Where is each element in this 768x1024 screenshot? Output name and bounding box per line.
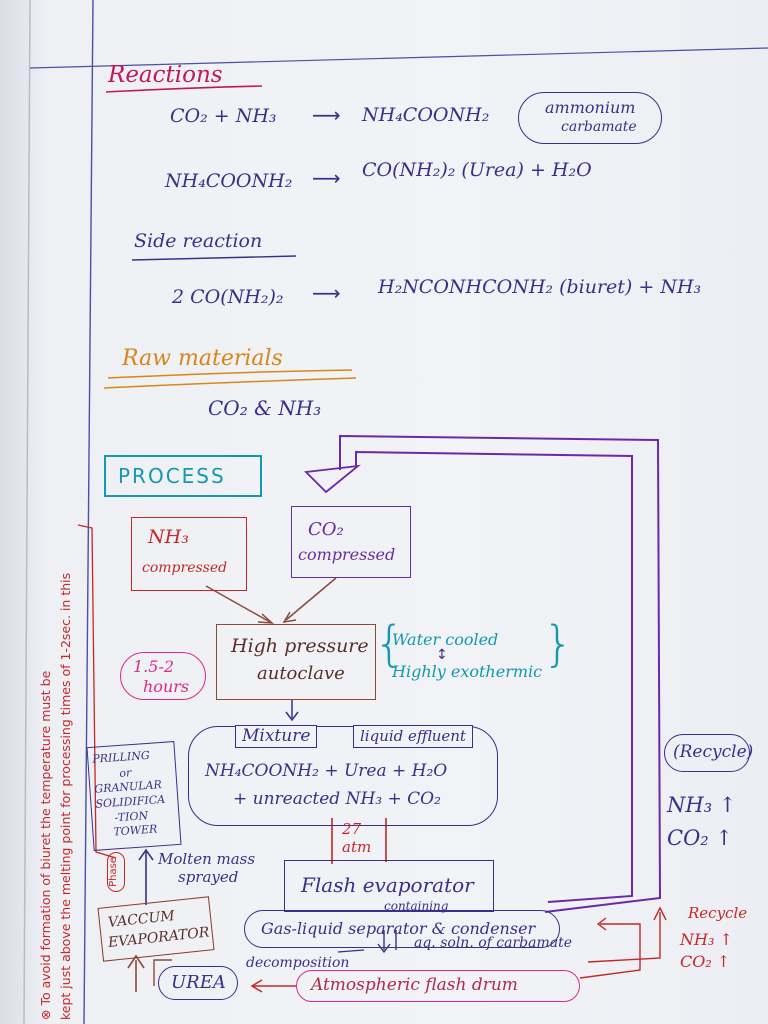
co2-label: CO₂ [308,519,344,540]
phase-badge: Phase [107,852,125,892]
recycle-red-nh3: NH₃ ↑ [680,930,733,949]
recycle-co2: CO₂ ↑ [667,826,733,850]
page-edge-line [23,0,31,1024]
prilling-line-5: -TION [114,809,149,825]
co2-compressed-box: CO₂ compressed [291,506,411,578]
margin-line [83,0,94,1024]
duration-value: 1.5-2 [133,657,175,676]
duration-badge: 1.5-2 hours [120,652,206,700]
separator-label: Gas-liquid separator & condenser [261,919,536,938]
aq-solution-label: aq. soln. of carbamate [414,935,572,951]
flash-drum-label: Atmospheric flash drum [311,975,518,995]
recycle-red-co2: CO₂ ↑ [680,952,731,971]
reaction-2-lhs: NH₄COONH₂ [165,170,293,192]
autoclave-line-2: autoclave [257,663,345,684]
recycle-nh3: NH₃ ↑ [667,793,737,817]
separator-box: Gas-liquid separator & condenser [244,910,560,948]
margin-note-line-2: kept just above the melting point for pr… [58,572,73,1020]
molten-mass-label: Molten mass [158,850,256,868]
raw-materials-list: CO₂ & NH₃ [208,396,322,420]
prilling-tower-box: PRILLING or GRANULAR SOLIDIFICA -TION TO… [86,741,182,851]
flash-evaporator-label: Flash evaporator [301,873,474,897]
prilling-line-4: SOLIDIFICA [95,792,166,811]
process-heading: PROCESS [118,464,226,488]
recycle-red-label: Recycle [688,904,748,922]
process-heading-box: PROCESS [104,455,262,497]
prilling-line-6: TOWER [113,822,158,839]
arrow-right-icon: ⟶ [312,166,341,190]
ammonium-carbamate-note: ammonium carbamate [518,92,662,144]
containing-label: containing [384,899,449,913]
ammonium-label: ammonium [545,98,636,117]
side-reaction-lhs: 2 CO(NH₂)₂ [172,286,284,308]
header-line [29,47,768,69]
sprayed-label: sprayed [178,868,239,886]
pressure-value: 27 [342,820,362,838]
urea-label: UREA [171,972,226,993]
recycle-arrow-head-icon [304,464,361,494]
reaction-1-rhs: NH₄COONH₂ [362,104,490,126]
side-reaction-heading: Side reaction [134,230,263,252]
mixture-box: Mixture liquid effluent NH₄COONH₂ + Urea… [188,725,498,826]
pressure-unit: atm [342,838,372,856]
right-brace-icon: } [543,616,574,672]
flash-evaporator-box: Flash evaporator [284,860,494,912]
flash-drum-badge: Atmospheric flash drum [296,970,580,1002]
reactions-heading: Reactions [108,62,223,88]
mixture-label: Mixture [235,725,318,748]
phase-label: Phase [107,857,119,887]
prilling-line-1: PRILLING [91,748,151,766]
nh3-compressed-box: NH₃ compressed [131,517,247,591]
prilling-line-3: GRANULAR [93,778,163,796]
decomposition-label: decomposition [246,955,350,971]
reaction-2-rhs: CO(NH₂)₂ (Urea) + H₂O [362,159,592,181]
up-down-arrow-icon: ↕ [436,647,448,663]
mixture-components-2: + unreacted NH₃ + CO₂ [233,789,441,809]
prilling-line-2: or [118,766,132,780]
liquid-effluent-label: liquid effluent [353,725,473,748]
co2-compressed-label: compressed [298,545,396,564]
recycle-badge: (Recycle) [664,734,754,772]
margin-note: ⊗ To avoid formation of biuret the tempe… [36,573,76,1020]
urea-badge: UREA [158,966,238,1000]
arrow-right-icon: ⟶ [312,281,341,305]
nh3-label: NH₃ [148,526,189,548]
duration-unit: hours [143,677,190,696]
vacuum-label: VACCUM [107,908,176,931]
carbamate-label: carbamate [561,119,637,135]
mixture-components-1: NH₄COONH₂ + Urea + H₂O [205,761,448,781]
side-reaction-rhs: H₂NCONHCONH₂ (biuret) + NH₃ [378,276,702,298]
autoclave-line-1: High pressure [231,635,369,657]
left-brace-icon: { [374,616,405,672]
water-cooled-label: Water cooled [392,630,499,649]
autoclave-box: High pressure autoclave [216,624,376,700]
recycle-label: (Recycle) [673,742,754,762]
highly-exothermic-label: Highly exothermic [392,662,543,681]
nh3-compressed-label: compressed [142,560,228,576]
reaction-1-lhs: CO₂ + NH₃ [170,105,277,127]
arrow-right-icon: ⟶ [312,103,341,127]
raw-materials-heading: Raw materials [122,346,283,371]
margin-note-line-1: ⊗ To avoid formation of biuret the tempe… [38,670,53,1020]
